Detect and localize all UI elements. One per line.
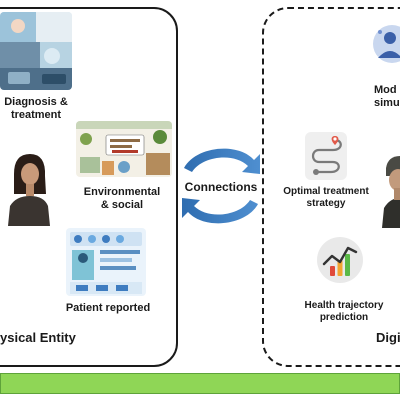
digital-twin-title: Digi — [376, 330, 400, 345]
environmental-social-label: Environmental & social — [83, 186, 161, 212]
physical-entity-title: ysical Entity — [0, 330, 76, 345]
route-icon — [305, 132, 347, 180]
health-trajectory-label: Health trajectory prediction — [304, 300, 384, 323]
diagnosis-photo — [0, 12, 72, 90]
arrow-to-physical — [182, 198, 258, 224]
patient-reported-image — [66, 228, 146, 296]
modeling-simulation-icon — [370, 22, 400, 68]
optimal-treatment-label: Optimal treatment strategy — [283, 186, 369, 209]
connections-arrows — [182, 148, 260, 224]
digital-twin-panel — [262, 7, 400, 367]
physical-entity-panel — [0, 7, 178, 367]
connections-label: Connections — [184, 180, 258, 194]
digital-patient-avatar — [382, 152, 400, 228]
green-banner — [0, 373, 400, 394]
health-chart-icon — [316, 236, 364, 284]
diagnosis-treatment-label: Diagnosis & treatment — [4, 96, 68, 122]
patient-reported-label: Patient reported — [65, 302, 151, 314]
environmental-social-image — [76, 121, 172, 177]
modeling-simulation-label: Mod simu — [374, 84, 400, 110]
arrow-to-digital — [184, 148, 260, 174]
physical-patient-avatar — [6, 150, 50, 226]
